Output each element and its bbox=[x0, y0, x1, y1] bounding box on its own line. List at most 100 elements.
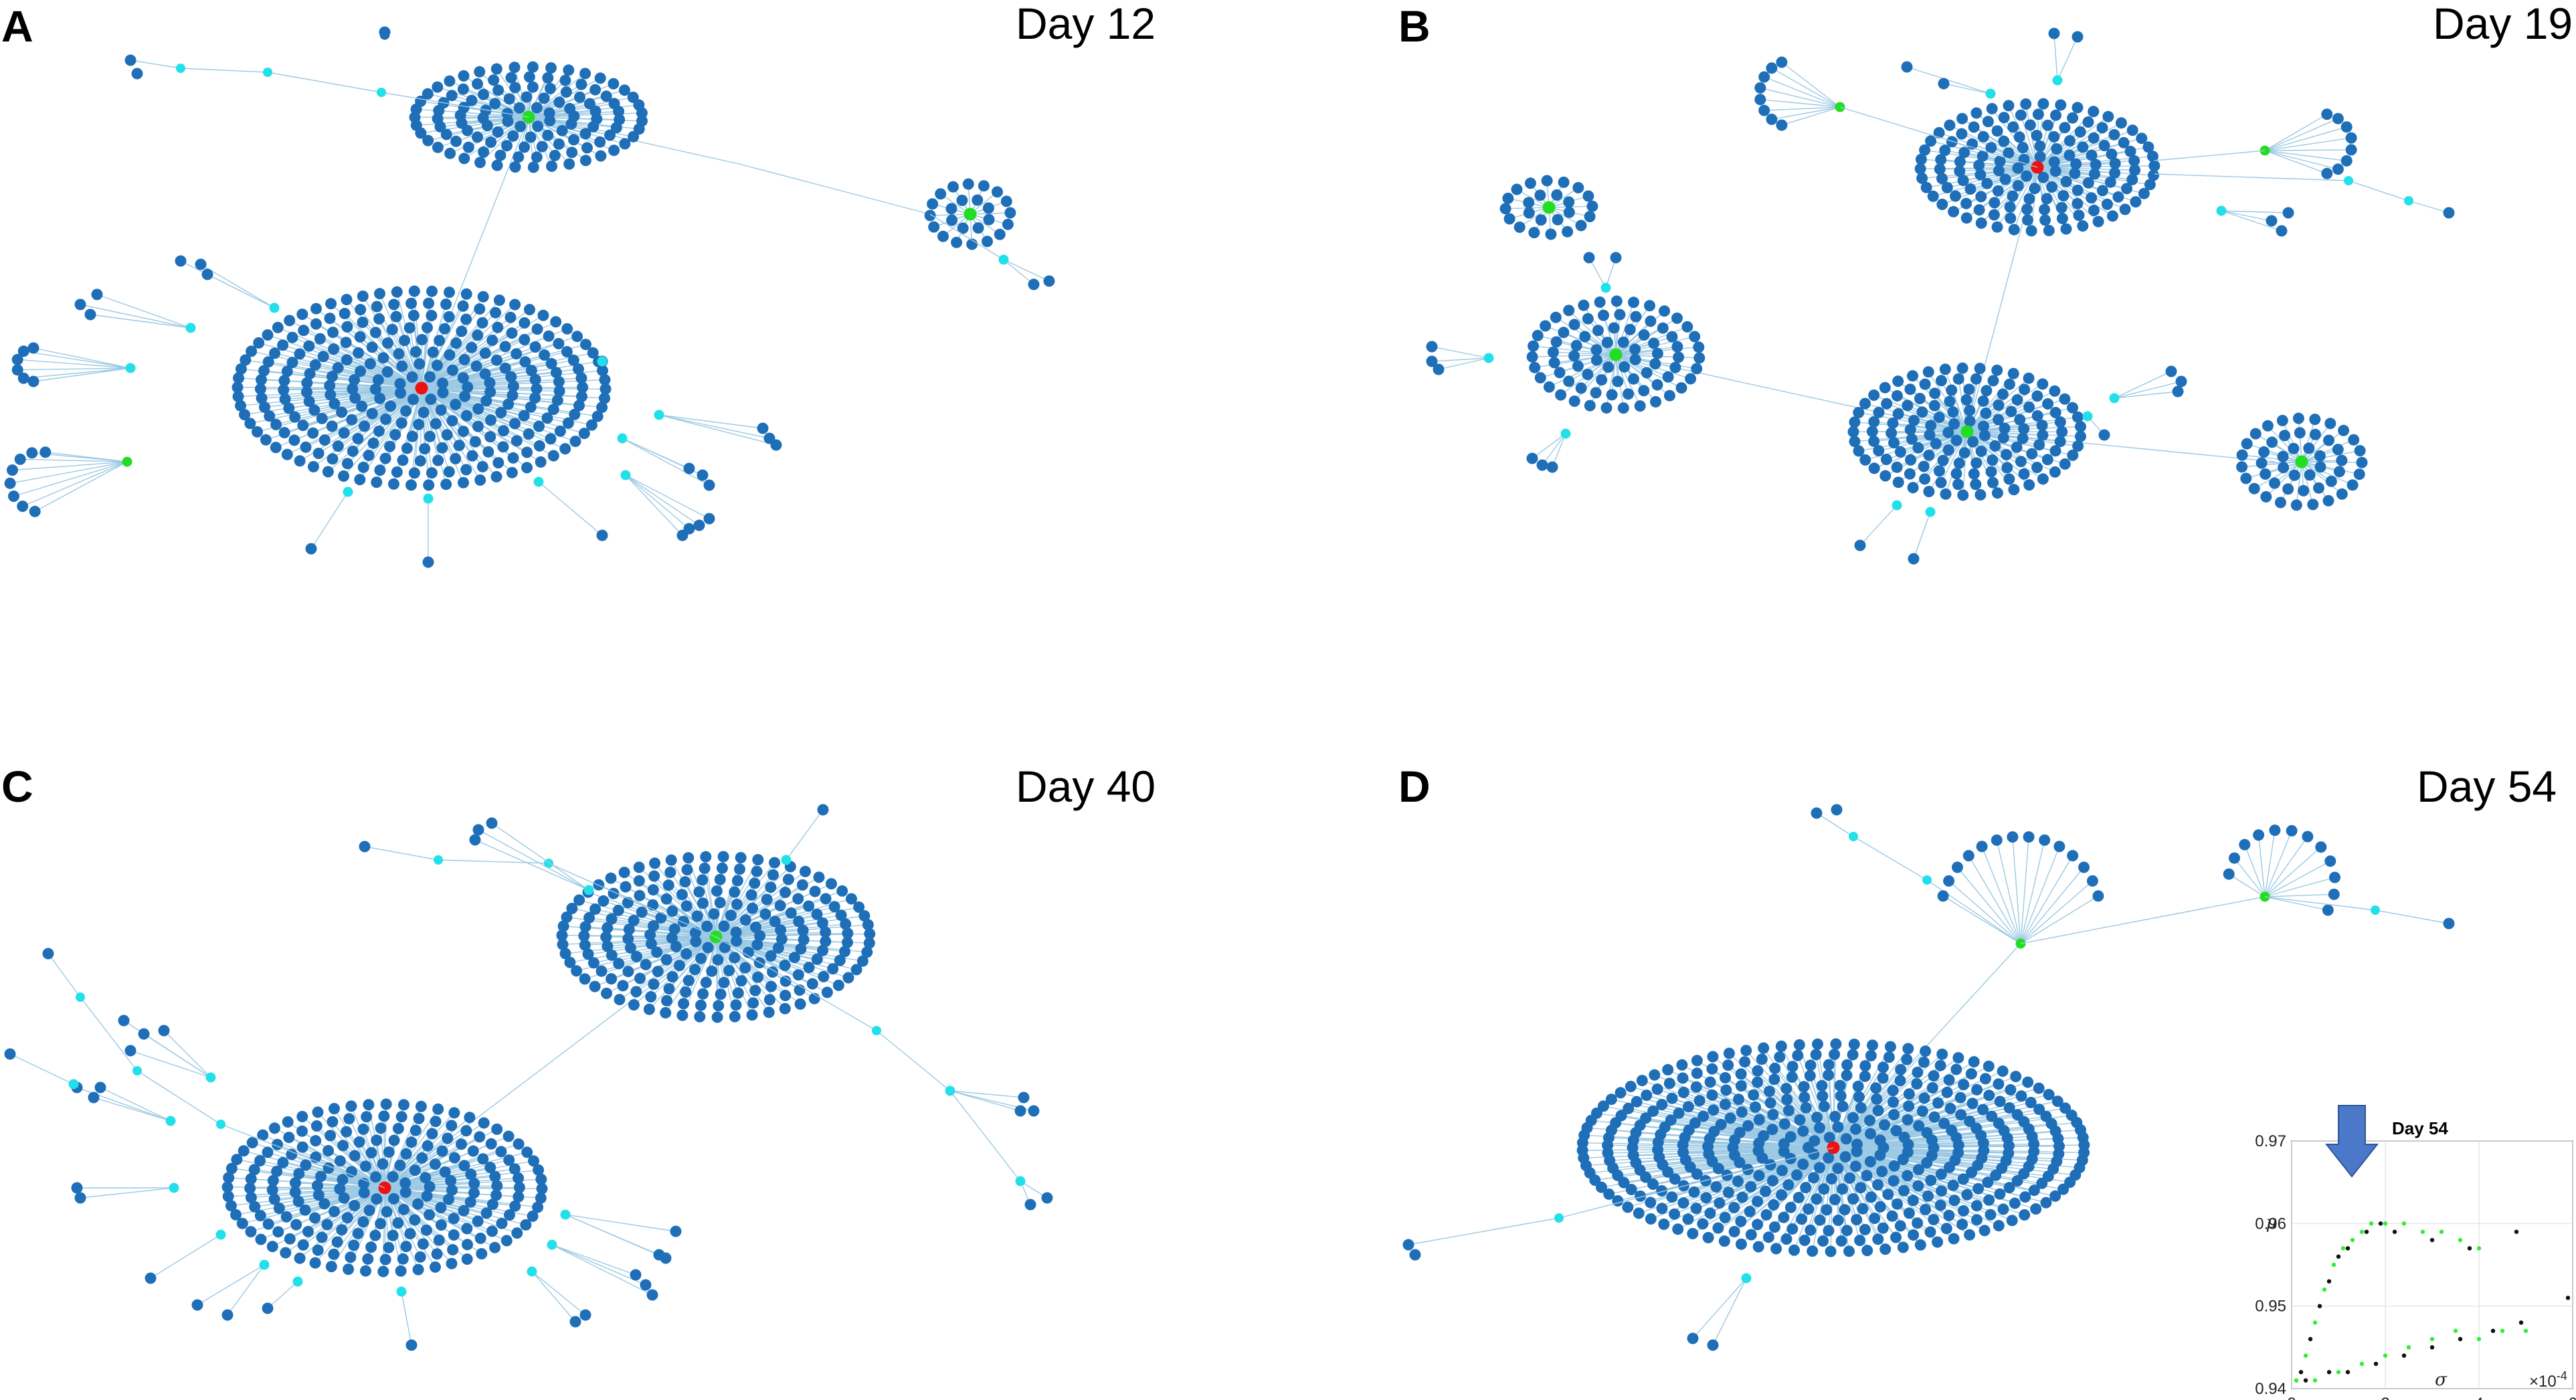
cluster-node bbox=[329, 1103, 340, 1115]
cluster-node bbox=[256, 392, 268, 404]
cluster-node bbox=[343, 1113, 355, 1125]
cluster-node bbox=[1629, 353, 1641, 365]
cluster-node bbox=[477, 290, 489, 302]
cluster-node bbox=[1964, 183, 1976, 195]
cluster-node bbox=[2112, 191, 2124, 203]
cluster-node bbox=[1535, 214, 1547, 226]
cluster-node bbox=[809, 885, 821, 897]
cluster-node bbox=[2336, 488, 2348, 500]
leaf-node bbox=[469, 834, 481, 846]
cluster-node bbox=[245, 1173, 257, 1185]
cluster-node bbox=[1603, 1188, 1615, 1200]
edge bbox=[1926, 879, 2021, 944]
cluster-node bbox=[509, 62, 521, 74]
cluster-node bbox=[348, 1239, 360, 1251]
edge bbox=[48, 953, 81, 998]
cluster-node bbox=[1768, 1199, 1780, 1211]
cluster-node bbox=[482, 446, 494, 458]
edge bbox=[2296, 461, 2302, 505]
cluster-node bbox=[1552, 213, 1564, 226]
cluster-node bbox=[2042, 398, 2054, 410]
cluster-node bbox=[1991, 487, 2003, 499]
cluster-node bbox=[341, 321, 353, 333]
cluster-node bbox=[1958, 1205, 1969, 1217]
cluster-node bbox=[1766, 1174, 1778, 1187]
cluster-node bbox=[2005, 406, 2017, 418]
leaf-node bbox=[1583, 252, 1595, 264]
cluster-node bbox=[1970, 373, 1982, 385]
cluster-node bbox=[2241, 438, 2253, 450]
cluster-node bbox=[380, 1098, 392, 1110]
cluster-node bbox=[1946, 136, 1958, 148]
cluster-node bbox=[268, 1193, 280, 1205]
cluster-node bbox=[1960, 197, 1972, 209]
leaf-node bbox=[1766, 113, 1778, 125]
cluster-node bbox=[2109, 157, 2121, 169]
cluster-node bbox=[1689, 1117, 1701, 1129]
cluster-node bbox=[327, 327, 339, 339]
cluster-node bbox=[2022, 214, 2033, 226]
cluster-node bbox=[775, 924, 787, 936]
cluster-node bbox=[363, 1099, 375, 1111]
cluster-node bbox=[2020, 98, 2032, 110]
cluster-node bbox=[647, 884, 659, 896]
cluster-node bbox=[536, 141, 548, 153]
cluster-node bbox=[1912, 1066, 1924, 1078]
cluster-node bbox=[474, 474, 486, 486]
cluster-node bbox=[1636, 1075, 1648, 1087]
cluster-node bbox=[579, 128, 591, 140]
cluster-node bbox=[674, 960, 685, 972]
cluster-node bbox=[2276, 414, 2288, 426]
cluster-node bbox=[571, 965, 583, 977]
cluster-node bbox=[1605, 1093, 1617, 1106]
cluster-node bbox=[1760, 1209, 1772, 1221]
cluster-node bbox=[2294, 427, 2306, 439]
cluster-node bbox=[739, 914, 751, 926]
cluster-node bbox=[432, 1103, 444, 1115]
cluster-node bbox=[326, 420, 338, 432]
cluster-node bbox=[405, 297, 418, 309]
cluster-node bbox=[746, 1009, 758, 1021]
cluster-node bbox=[446, 1184, 458, 1196]
cluster-node bbox=[377, 352, 389, 364]
cluster-node bbox=[260, 434, 272, 446]
cluster-node bbox=[400, 405, 412, 417]
cluster-node bbox=[715, 988, 727, 1000]
leaf-node bbox=[1766, 62, 1778, 74]
cluster-node bbox=[1864, 1114, 1875, 1126]
leaf-node bbox=[2443, 917, 2455, 930]
cluster-node bbox=[604, 129, 616, 141]
cluster-node bbox=[695, 999, 707, 1011]
cluster-node bbox=[1958, 147, 1970, 159]
edge bbox=[1812, 1147, 1834, 1251]
edge bbox=[1771, 106, 1841, 120]
cluster-node bbox=[1837, 1183, 1849, 1195]
cluster-node bbox=[1706, 1063, 1718, 1075]
cluster-node bbox=[1762, 1231, 1774, 1243]
cluster-node bbox=[1840, 1133, 1852, 1145]
cluster-node bbox=[370, 1171, 381, 1183]
cluster-node bbox=[1635, 1190, 1647, 1202]
cluster-node bbox=[1982, 1176, 1994, 1189]
edge bbox=[702, 879, 717, 938]
cluster-node bbox=[1890, 1125, 1902, 1136]
cluster-node bbox=[694, 1011, 706, 1023]
cluster-node bbox=[1925, 1174, 1937, 1187]
cluster-node bbox=[2336, 454, 2348, 466]
edge bbox=[2264, 877, 2335, 897]
cluster-node bbox=[561, 346, 573, 358]
leaf-hub bbox=[269, 302, 280, 313]
cluster-node bbox=[2121, 183, 2132, 195]
leaf-node bbox=[1991, 834, 2003, 846]
cluster-node bbox=[2072, 440, 2084, 452]
leaf-node bbox=[817, 804, 829, 816]
leaf-node bbox=[630, 1269, 642, 1281]
edge bbox=[364, 846, 439, 861]
cluster-node bbox=[1648, 337, 1660, 349]
cluster-node bbox=[1888, 1175, 1900, 1187]
leaf-node bbox=[2340, 155, 2353, 167]
cluster-node bbox=[298, 325, 310, 337]
cluster-node bbox=[1960, 394, 1972, 406]
cluster-node bbox=[1885, 427, 1898, 439]
